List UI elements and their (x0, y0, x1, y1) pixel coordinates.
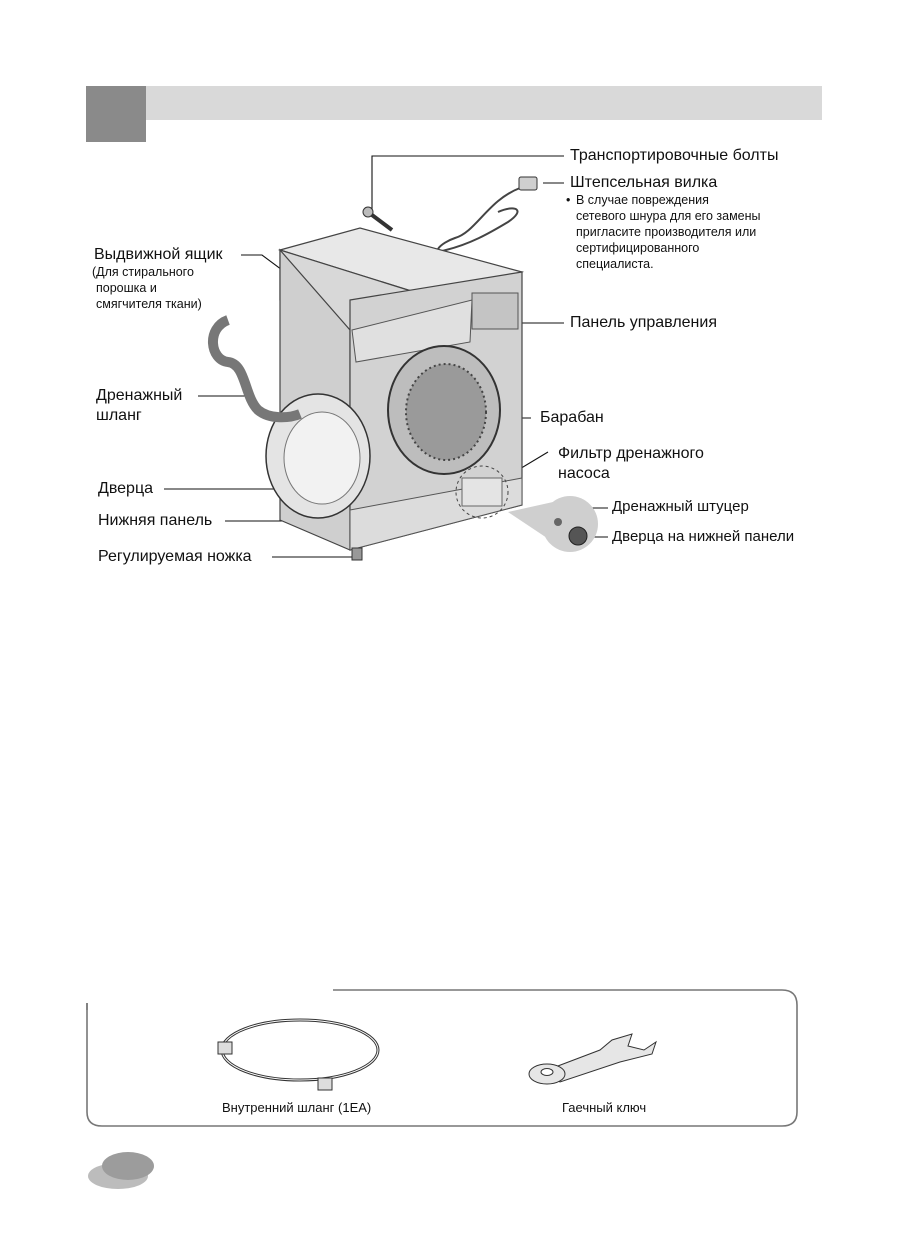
label-pump-filter-line-2: насоса (558, 465, 610, 482)
label-plug: Штепсельная вилка (570, 174, 718, 191)
label-drum: Барабан (540, 409, 604, 426)
plug-note-line-4: сертифицированного (576, 241, 700, 255)
plug-note-line-5: специалиста. (576, 257, 654, 271)
label-door: Дверца (98, 480, 154, 497)
label-transport-bolts: Транспортировочные болты (570, 147, 779, 164)
drawer-note-line-3: смягчителя ткани) (96, 297, 202, 311)
section-header-block (86, 86, 146, 142)
accessory-inlet-hose-label: Внутренний шланг (1EA) (222, 1100, 372, 1115)
label-pump-filter-line-1: Фильтр дренажного (558, 445, 704, 462)
label-drain-hose-line-1: Дренажный (96, 387, 183, 404)
drawer-note-line-2: порошка и (96, 281, 157, 295)
label-adjustable-foot: Регулируемая ножка (98, 548, 252, 565)
label-drain-hose-line-2: шланг (96, 407, 142, 424)
label-drawer: Выдвижной ящик (94, 246, 223, 263)
section-header-bar (86, 86, 822, 120)
plug-note-line-3: пригласите производителя или (576, 225, 757, 239)
plug-note-bullet: • (566, 193, 571, 207)
label-drain-plug: Дренажный штуцер (612, 498, 749, 515)
drawer-note-line-1: (Для стирального (92, 265, 194, 279)
plug-note-line-2: сетевого шнура для его замены (576, 209, 761, 223)
label-lower-panel: Нижняя панель (98, 512, 213, 529)
accessory-spanner-label: Гаечный ключ (562, 1100, 647, 1115)
plug-note-line-1: В случае повреждения (576, 193, 709, 207)
label-control-panel: Панель управления (570, 314, 717, 331)
label-lower-cover-door: Дверца на нижней панели (612, 528, 795, 545)
